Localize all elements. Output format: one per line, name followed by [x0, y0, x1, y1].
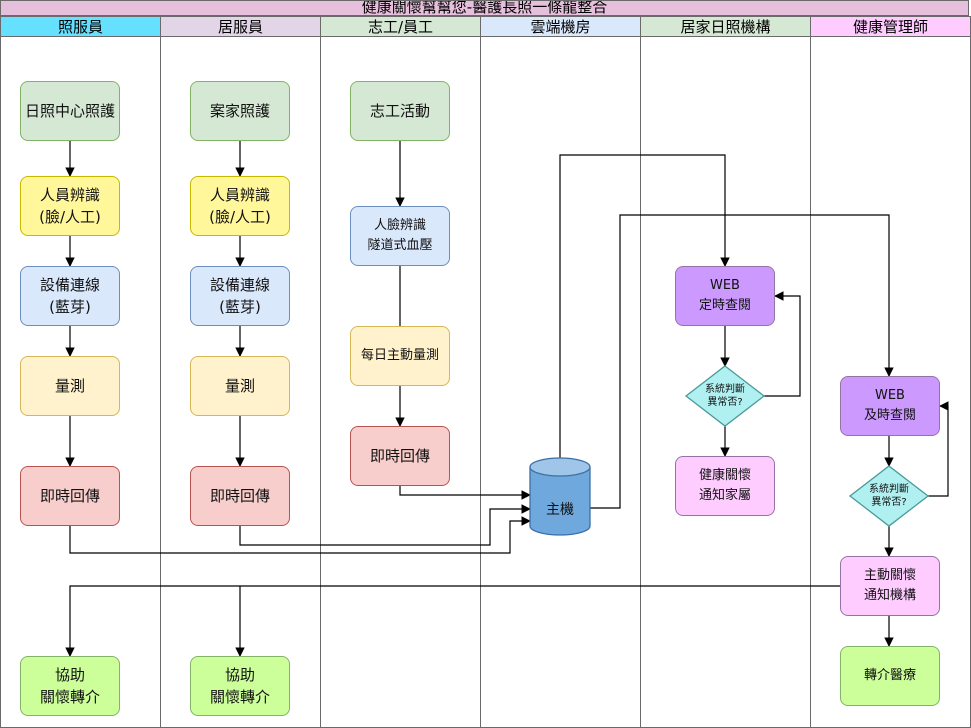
node-volunteer-activity: 志工活動	[350, 81, 450, 141]
node-volunteer-face-bp: 人臉辨識 隧道式血壓	[350, 206, 450, 266]
node-notify-org: 主動關懷 通知機構	[840, 556, 940, 616]
node-home-bluetooth: 設備連線 (藍芽)	[190, 266, 290, 326]
node-web-timed: WEB 定時查閱	[675, 266, 775, 326]
decision-diamond-1	[684, 365, 766, 427]
node-judge-2: 系統判斷 異常否?	[869, 484, 909, 508]
node-home-assist: 協助 關懷轉介	[190, 656, 290, 716]
node-daycare-measure: 量測	[20, 356, 120, 416]
node-daycare-bluetooth: 設備連線 (藍芽)	[20, 266, 120, 326]
node-home-measure: 量測	[190, 356, 290, 416]
node-home-report: 即時回傳	[190, 466, 290, 526]
node-referral: 轉介醫療	[840, 646, 940, 706]
node-web-realtime: WEB 及時查閱	[840, 376, 940, 436]
node-daycare-report: 即時回傳	[20, 466, 120, 526]
lane-volunteer-header: 志工/員工	[321, 17, 480, 37]
lane-home-attendant-header: 居服員	[161, 17, 320, 37]
node-judge-1: 系統判斷 異常否?	[705, 384, 745, 408]
lane-daycare-org-header: 居家日照機構	[641, 17, 810, 37]
diagram-title: 健康關懷幫幫您-醫護長照一條龍整合	[0, 0, 969, 16]
node-daycare-assist: 協助 關懷轉介	[20, 656, 120, 716]
node-daycare-identify: 人員辨識 (臉/人工)	[20, 176, 120, 236]
host-database-icon	[529, 457, 591, 536]
lane-health-manager-header: 健康管理師	[811, 17, 970, 37]
lane-cloud-header: 雲端機房	[481, 17, 640, 37]
lane-caregiver-header: 照服員	[1, 17, 160, 37]
node-home-identify: 人員辨識 (臉/人工)	[190, 176, 290, 236]
node-volunteer-daily: 每日主動量測	[350, 326, 450, 386]
node-host-label: 主機	[546, 502, 574, 518]
node-home-care: 案家照護	[190, 81, 290, 141]
node-volunteer-report: 即時回傳	[350, 426, 450, 486]
decision-diamond-2	[848, 465, 930, 527]
node-notify-family: 健康關懷 通知家屬	[675, 456, 775, 516]
node-daycare-care: 日照中心照護	[20, 81, 120, 141]
